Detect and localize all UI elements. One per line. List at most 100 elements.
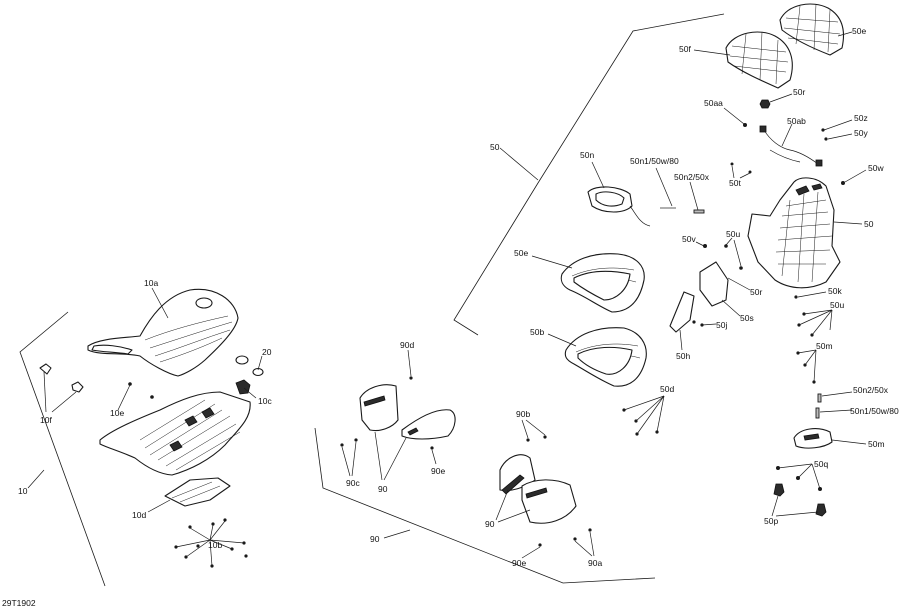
callout-50r-mid: 50r <box>750 287 762 297</box>
leader-90b-b <box>525 419 546 436</box>
leader-10f-a <box>43 371 47 413</box>
callout-10b: 10b <box>208 540 222 550</box>
callout-90-main: 90 <box>370 534 380 544</box>
leaders-50u-right <box>798 309 833 336</box>
figure-code: 29T1902 <box>2 598 36 608</box>
callout-50w: 50w <box>868 163 884 173</box>
leader-50r-mid <box>727 277 751 291</box>
armrest-50e <box>560 253 645 313</box>
bracket-50s <box>699 261 729 307</box>
callout-10c: 10c <box>258 396 272 406</box>
callout-50k: 50k <box>828 286 842 296</box>
bracket-10c <box>235 379 251 395</box>
leader-50n2-top <box>689 181 699 211</box>
group-50-bracket <box>453 13 725 336</box>
seat-cover-10a <box>87 288 239 377</box>
handle-50n <box>587 186 651 227</box>
leader-10d <box>147 499 171 513</box>
callout-90a: 90a <box>588 558 602 568</box>
callout-90-right: 90 <box>485 519 495 529</box>
fasteners-10e <box>128 382 154 399</box>
leader-90d <box>407 349 412 377</box>
leaders-10b <box>175 520 245 567</box>
leader-50z <box>823 119 853 131</box>
leader-50n1-right <box>819 409 853 413</box>
leader-90-right-b <box>497 509 531 523</box>
leader-90c-a <box>341 446 351 477</box>
callout-50n2-right: 50n2/50x <box>853 385 889 395</box>
callout-50p: 50p <box>764 516 778 526</box>
callout-50r-top: 50r <box>793 87 805 97</box>
armrest-50b <box>564 327 647 387</box>
bin-tray-90 <box>401 409 456 440</box>
callout-10e: 10e <box>110 408 124 418</box>
leader-90c-b <box>351 441 357 477</box>
callout-50m-part: 50m <box>868 439 885 449</box>
callout-50b: 50b <box>530 327 544 337</box>
callout-50e-mid: 50e <box>514 248 528 258</box>
leader-90a-b <box>589 531 595 557</box>
leader-20 <box>257 355 263 371</box>
fasteners-90 <box>340 376 592 547</box>
leader-50ab <box>781 123 793 147</box>
harness-50ab <box>759 125 823 167</box>
callout-50n: 50n <box>580 150 594 160</box>
callout-50d: 50d <box>660 384 674 394</box>
bin-left-90 <box>359 384 399 432</box>
leader-50t-a <box>731 165 735 179</box>
callout-50-main: 50 <box>490 142 500 152</box>
backrest-pad-50f <box>725 31 793 89</box>
callout-50z: 50z <box>854 113 868 123</box>
leaders-50q <box>777 463 821 490</box>
group-10-leader <box>27 469 45 489</box>
leaders-50p <box>771 495 819 517</box>
callout-50h: 50h <box>676 351 690 361</box>
leader-50y <box>827 133 853 140</box>
leader-50m-part <box>831 439 867 445</box>
leader-90a-a <box>574 540 593 557</box>
leader-10f-b <box>51 391 77 413</box>
callout-10d: 10d <box>132 510 146 520</box>
leader-10c <box>243 387 257 399</box>
leader-50r-top <box>769 93 793 103</box>
bin-lower-90 <box>499 454 577 524</box>
heat-shield-10d <box>164 477 231 507</box>
clamps-50p <box>773 483 827 517</box>
seat-frame-50 <box>747 177 841 289</box>
leader-90b-a <box>521 419 529 439</box>
handle-50m <box>793 428 833 449</box>
callout-50v: 50v <box>682 234 696 244</box>
callout-10f: 10f <box>40 415 52 425</box>
leader-90-left-b <box>383 437 407 481</box>
group-50-leader <box>499 147 539 181</box>
callout-10a: 10a <box>144 278 158 288</box>
callout-50q: 50q <box>814 459 828 469</box>
callout-50j: 50j <box>716 320 727 330</box>
leader-50t-b <box>739 172 751 179</box>
leader-50e-mid <box>531 255 573 269</box>
callout-labels: 10a 20 10c 10e 10f 10 10d 10b 90d 90c 90… <box>2 26 899 608</box>
leader-10a <box>151 287 169 319</box>
leader-50j <box>701 323 717 326</box>
callout-50n2-top: 50n2/50x <box>674 172 710 182</box>
callout-50t: 50t <box>729 178 741 188</box>
callout-50n1-right: 50n1/50w/80 <box>850 406 899 416</box>
callout-50f: 50f <box>679 44 691 54</box>
leader-50u-top-b <box>733 239 742 267</box>
group-10-bracket <box>19 311 106 587</box>
bumper-20 <box>235 355 264 377</box>
group-90-leader <box>383 529 411 539</box>
clip-10f <box>39 363 84 393</box>
callout-50u-top: 50u <box>726 229 740 239</box>
callout-50ab: 50ab <box>787 116 806 126</box>
callout-50aa: 50aa <box>704 98 723 108</box>
leader-50w <box>844 169 867 183</box>
callout-50-frame: 50 <box>864 219 874 229</box>
seat-base-10 <box>99 391 251 476</box>
callout-50u-right: 50u <box>830 300 844 310</box>
callout-50y: 50y <box>854 128 868 138</box>
leader-10e <box>117 384 131 411</box>
leaders-50m-list <box>797 349 817 383</box>
leader-50k <box>797 291 827 298</box>
leader-50s <box>721 299 741 317</box>
